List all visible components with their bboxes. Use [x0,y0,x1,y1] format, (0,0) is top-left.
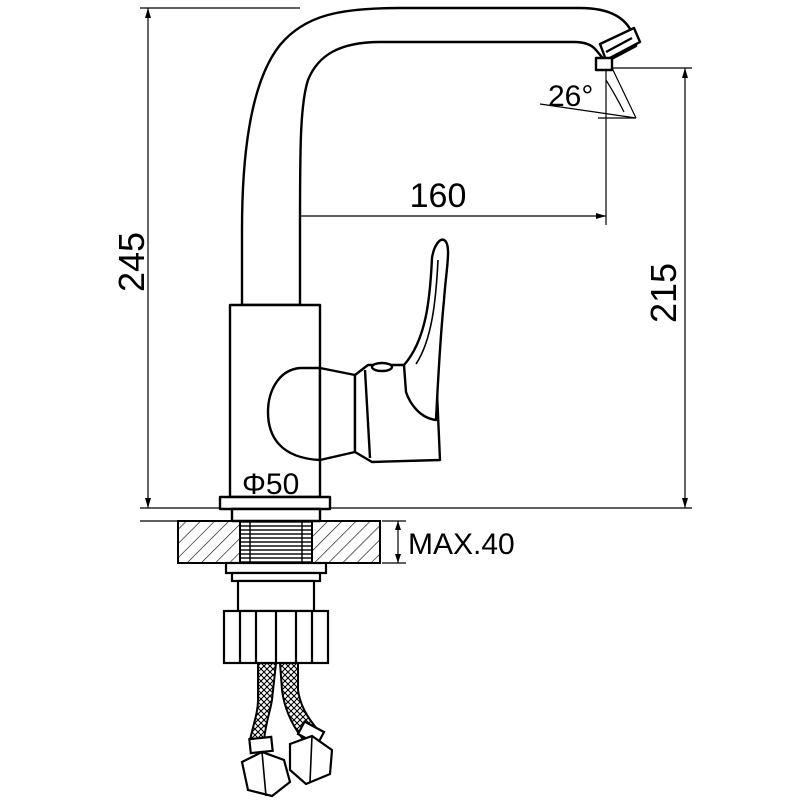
hose-nuts [240,720,334,798]
dim-label-reach: 160 [410,177,467,215]
dim-label-angle: 26° [548,80,593,113]
countertop-left [177,520,241,564]
dimension-lines [140,7,692,564]
threaded-shank [239,520,313,564]
dim-label-base-diameter: Φ50 [242,468,299,501]
countertop-section [177,520,381,564]
cartridge-housing [266,366,322,462]
handle-connector [318,366,357,462]
countertop-right [311,520,381,564]
dim-angle-leg [611,67,637,119]
dim-label-total-height: 245 [111,232,152,292]
faucet-body [218,6,642,523]
dim-label-spout-height: 215 [643,263,684,323]
flex-hose-left [248,662,278,741]
flex-hoses [248,662,320,741]
under-counter-fixings [222,561,330,665]
shank-extension [236,579,316,613]
dim-label-max-thickness: MAX.40 [408,528,515,561]
lever-handle [402,238,450,422]
washer [224,561,328,575]
